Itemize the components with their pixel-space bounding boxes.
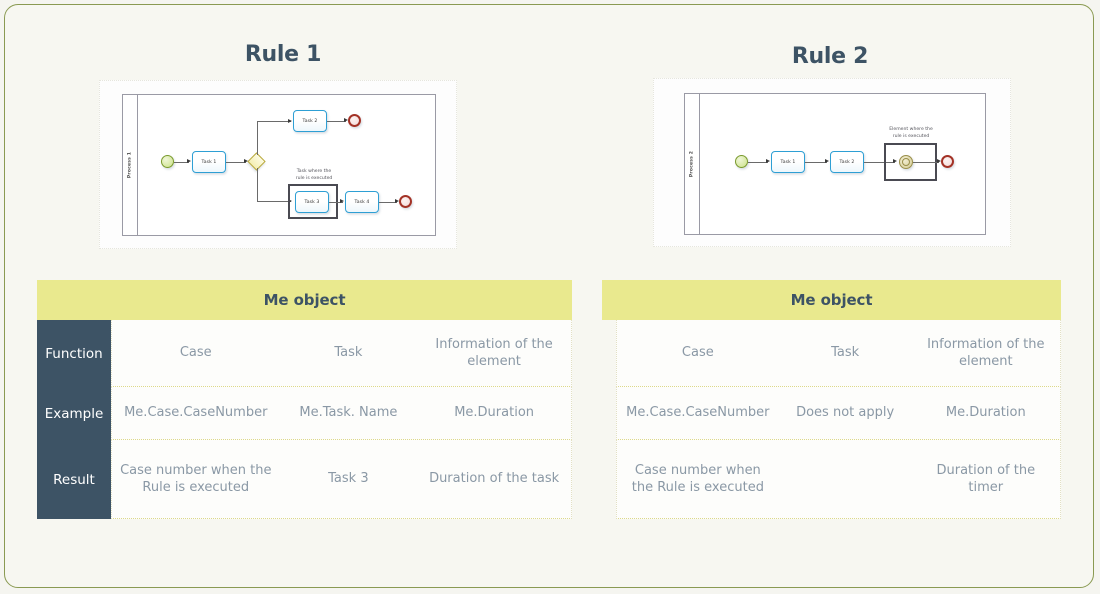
sequence-flow (256, 121, 258, 155)
task-node-task-2[interactable]: Task 2 (293, 110, 327, 132)
cell-example-case: Me.Case.CaseNumber (626, 405, 770, 421)
start-event-icon (735, 155, 748, 168)
sequence-flow (748, 161, 768, 163)
sequence-flow (327, 120, 346, 122)
table-row: Case number when the Rule is executed Du… (616, 440, 1061, 519)
table-header-title: Me object (37, 280, 572, 320)
end-event-icon (941, 155, 954, 168)
table-body: Function Example Result Case Task Inform… (37, 320, 572, 519)
table-row: Case Task Information of the element (616, 320, 1061, 387)
cell-function-task: Task (831, 345, 860, 361)
flow-arrowhead-icon (893, 159, 897, 163)
page-title-rule-2: Rule 2 (791, 44, 869, 69)
pool-header-process-2: Process 2 (685, 94, 700, 234)
flow-arrowhead-icon (187, 159, 191, 163)
table-row-label-column (602, 320, 616, 519)
cell-result-information: Duration of the task (429, 471, 560, 487)
sequence-flow (805, 161, 827, 163)
table-row: Case Task Information of the element (111, 320, 572, 387)
flow-arrowhead-icon (244, 159, 248, 163)
cell-result-case: Case number when the Rule is executed (631, 462, 764, 495)
row-label-function: Function (37, 320, 111, 387)
bpmn-pool-process-1: Process 1 Task 1 (122, 94, 436, 236)
task-node-task-2[interactable]: Task 2 (830, 151, 864, 173)
bpmn-shapes-layer-rule-1: Task 1 Task 2 (123, 95, 435, 235)
table-row: Case number when the Rule is executed Ta… (111, 440, 572, 519)
timer-intermediate-event-icon (899, 155, 913, 169)
sequence-flow (913, 161, 939, 163)
timer-inner-ring-icon (901, 157, 911, 167)
cell-function-information: Information of the element (435, 336, 553, 369)
row-label-result: Result (37, 440, 111, 519)
table-row: Me.Case.CaseNumber Me.Task. Name Me.Dura… (111, 387, 572, 440)
row-label-example (602, 387, 616, 440)
start-event-icon (161, 155, 174, 168)
cell-result-task: Task 3 (328, 471, 369, 487)
flow-arrowhead-icon (288, 198, 292, 203)
table-header-title: Me object (602, 280, 1061, 320)
end-event-icon (399, 195, 412, 208)
cell-example-information: Me.Duration (454, 405, 535, 421)
task-label: Task 3 (304, 199, 320, 205)
row-label-result (602, 440, 616, 519)
flow-arrowhead-icon (825, 159, 829, 163)
flow-arrowhead-icon (344, 118, 348, 122)
sequence-flow (174, 161, 189, 163)
table-row-label-column: Function Example Result (37, 320, 111, 519)
task-node-task-1[interactable]: Task 1 (192, 151, 226, 173)
bpmn-shapes-layer-rule-2: Task 1 Task 2 Element where the rule is … (685, 94, 985, 234)
sequence-flow (256, 168, 258, 202)
flow-arrowhead-icon (288, 118, 292, 123)
task-label: Task 1 (780, 159, 796, 165)
sequence-flow (256, 201, 291, 202)
me-object-table-rule-2: Me object Case Task Information of the e… (602, 280, 1061, 519)
task-node-task-4[interactable]: Task 4 (345, 191, 379, 213)
table-row: Me.Case.CaseNumber Does not apply Me.Dur… (616, 387, 1061, 440)
page-title-rule-1: Rule 1 (244, 42, 322, 67)
cell-example-task: Does not apply (796, 405, 895, 421)
sequence-flow (329, 201, 343, 203)
diagram-panel-rule-1: Process 1 Task 1 (99, 80, 457, 249)
pool-header-process-1: Process 1 (123, 95, 138, 235)
highlight-note-label: Task where the rule is executed (295, 169, 333, 181)
task-label: Task 1 (201, 159, 217, 165)
me-object-table-rule-1: Me object Function Example Result Case T… (37, 280, 572, 519)
cell-result-task (779, 440, 912, 518)
cell-result-case: Case number when the Rule is executed (120, 462, 272, 495)
page-frame: Rule 1 Process 1 Task 1 (4, 4, 1094, 588)
table-body: Case Task Information of the element Me.… (602, 320, 1061, 519)
highlight-note-label: Element where the rule is executed (889, 127, 933, 139)
sequence-flow (256, 121, 291, 122)
task-label: Task 4 (354, 199, 370, 205)
sequence-flow (379, 201, 397, 203)
cell-result-information: Duration of the timer (936, 462, 1036, 495)
row-label-function (602, 320, 616, 387)
table-data-columns: Case Task Information of the element Me.… (616, 320, 1061, 519)
sequence-flow (864, 161, 895, 163)
cell-function-task: Task (334, 345, 363, 361)
task-node-task-3[interactable]: Task 3 (295, 191, 329, 213)
flow-arrowhead-icon (395, 199, 399, 203)
flow-arrowhead-icon (937, 159, 941, 163)
sequence-flow (226, 161, 246, 163)
cell-function-case: Case (179, 345, 212, 361)
table-data-columns: Case Task Information of the element Me.… (111, 320, 572, 519)
cell-function-information: Information of the element (927, 336, 1045, 369)
task-label: Task 2 (302, 118, 318, 124)
task-node-task-1[interactable]: Task 1 (771, 151, 805, 173)
bpmn-pool-process-2: Process 2 Task 1 Task 2 Element wh (684, 93, 986, 235)
task-label: Task 2 (839, 159, 855, 165)
cell-example-case: Me.Case.CaseNumber (124, 405, 268, 421)
cell-example-information: Me.Duration (945, 405, 1026, 421)
end-event-icon (348, 114, 361, 127)
row-label-example: Example (37, 387, 111, 440)
flow-arrowhead-icon (340, 199, 344, 203)
flow-arrowhead-icon (766, 159, 770, 163)
diagram-panel-rule-2: Process 2 Task 1 Task 2 Element wh (653, 78, 1011, 247)
cell-example-task: Me.Task. Name (299, 405, 398, 421)
cell-function-case: Case (681, 345, 714, 361)
